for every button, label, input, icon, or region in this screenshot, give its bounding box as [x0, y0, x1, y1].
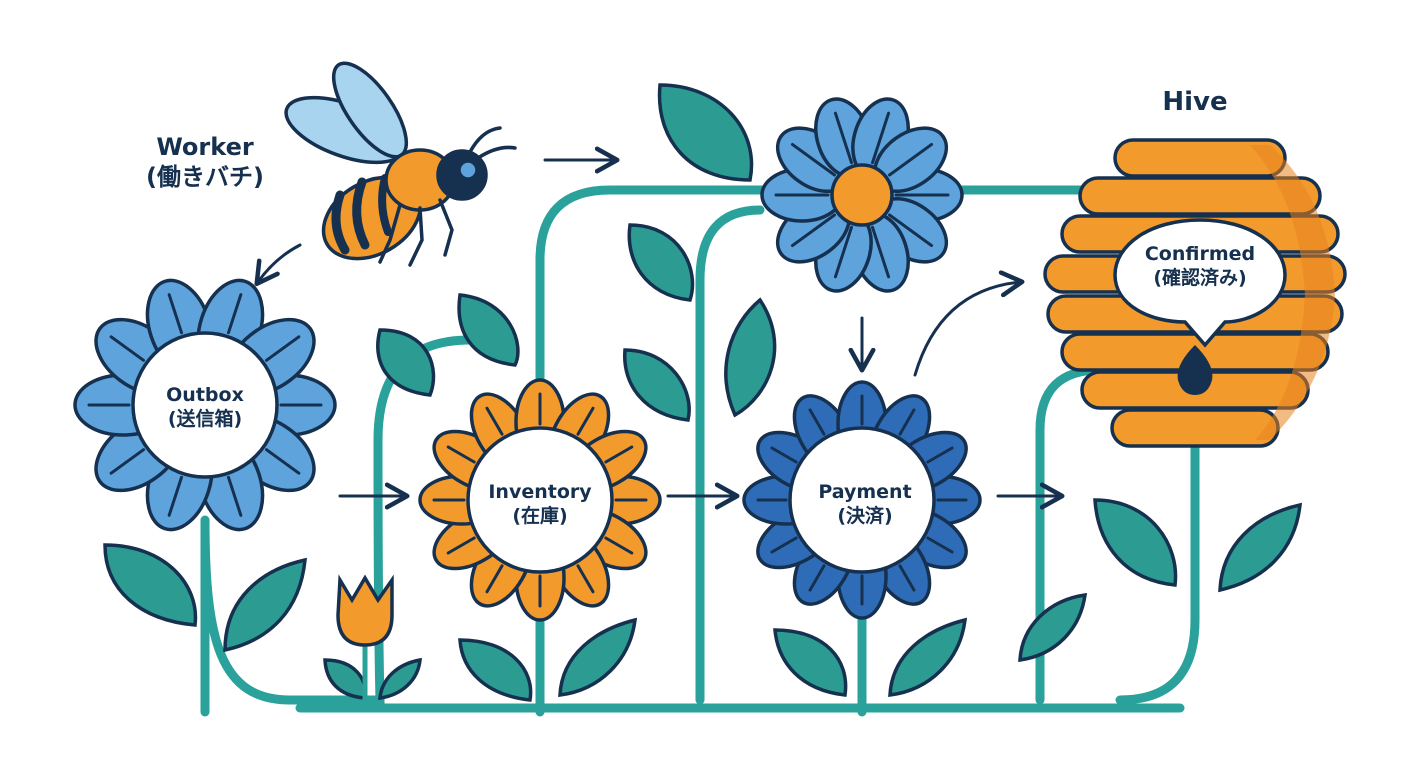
payment-label-line1: Payment [818, 481, 912, 503]
leaf [103, 543, 198, 627]
leaf [457, 293, 520, 367]
leaf [223, 557, 307, 653]
worker-label: Worker (働きバチ) [130, 132, 280, 192]
worker-label-line1: Worker [156, 133, 254, 161]
worker-label-line2: (働きバチ) [146, 163, 264, 191]
inventory-label-line1: Inventory [488, 481, 592, 503]
hive-tier [1078, 176, 1322, 216]
inventory-label-line2: (在庫) [512, 504, 568, 527]
outbox-label-line1: Outbox [166, 384, 244, 406]
flower-inventory [418, 378, 662, 717]
leaf [558, 617, 638, 697]
flower-center [788, 426, 936, 574]
flower-center [131, 331, 279, 479]
connecting-stems [200, 185, 1200, 713]
stem-top-vine [535, 185, 1095, 705]
stem-hive [1115, 435, 1200, 705]
flower-top [760, 97, 964, 293]
bee-icon [284, 61, 517, 267]
hive-title-text: Hive [1162, 87, 1228, 117]
arrow-payment-to-hive [913, 270, 1025, 377]
tulip-bud [336, 574, 394, 700]
beehive [1043, 138, 1347, 448]
hive-entrance [1177, 345, 1213, 395]
flower-center [466, 426, 614, 574]
leaf [323, 658, 368, 700]
leaf [1018, 592, 1088, 663]
arrow-worker-to-outbox [254, 243, 302, 287]
leaf [458, 638, 533, 702]
flower-payment [742, 380, 982, 717]
flower-outbox [73, 278, 337, 717]
stem-middle-loop [695, 205, 765, 705]
leaf [623, 348, 691, 422]
leaf [888, 617, 968, 697]
inventory-label: Inventory (在庫) [465, 481, 615, 529]
leaf [627, 223, 695, 302]
leaf [376, 328, 436, 397]
hive-tier [1110, 408, 1280, 448]
flow-arrows [254, 146, 1065, 510]
outbox-label-line2: (送信箱) [167, 407, 243, 430]
payment-label-line2: (決済) [837, 504, 893, 527]
hive-title: Hive [1140, 86, 1250, 119]
flower-center [830, 163, 894, 227]
hive-tier [1113, 138, 1287, 178]
leaf [773, 628, 848, 697]
leaf [1093, 498, 1178, 587]
confirmed-label-line1: Confirmed [1144, 243, 1256, 265]
payment-label: Payment (決済) [790, 481, 940, 529]
leaf [378, 657, 422, 701]
confirmed-label: Confirmed (確認済み) [1120, 243, 1280, 291]
confirmed-label-line2: (確認済み) [1153, 266, 1247, 289]
leaf [724, 297, 777, 418]
confirmed-bubble [1113, 218, 1287, 348]
leaf [1218, 502, 1303, 593]
leaf [657, 83, 754, 182]
leaves [103, 83, 1303, 702]
outbox-label: Outbox (送信箱) [135, 384, 275, 432]
